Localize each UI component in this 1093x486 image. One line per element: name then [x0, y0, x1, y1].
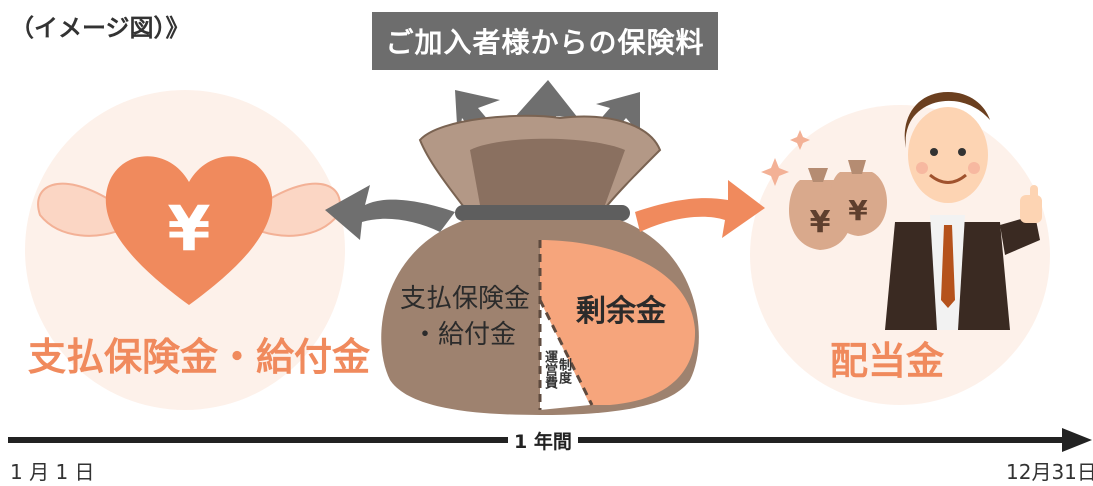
start-date-label: 1 月 1 日: [10, 460, 95, 484]
svg-text:¥: ¥: [167, 192, 210, 265]
businessman-icon: [885, 92, 1042, 330]
arrow-to-payout-icon: [325, 185, 455, 240]
winged-heart-icon: ¥: [37, 156, 341, 305]
payout-label: 支払保険金・給付金: [28, 335, 371, 379]
arrow-down-icon: [514, 80, 578, 150]
svg-text:¥: ¥: [848, 194, 868, 227]
bag-payout-label-line1: 支払保険金: [400, 284, 531, 314]
arrow-to-dividend-icon: [635, 180, 765, 238]
bag-ops-label-b: 制度: [556, 358, 571, 384]
premium-banner: ご加入者様からの保険料: [372, 12, 718, 70]
diagram-caption: （イメージ図）》: [10, 14, 190, 42]
yen-money-bags-icon: ¥ ¥: [788, 160, 887, 250]
bag-payout-label-line2: ・給付金: [412, 320, 517, 350]
money-bag-icon: [381, 114, 699, 415]
svg-text:¥: ¥: [810, 205, 831, 240]
dividend-label: 配当金: [830, 339, 945, 383]
period-label: 1 年間: [508, 427, 578, 454]
bag-surplus-label: 剰余金: [576, 294, 666, 329]
bag-ops-label-a: 運営費: [542, 350, 557, 389]
end-date-label: 12月31日: [1006, 460, 1093, 484]
